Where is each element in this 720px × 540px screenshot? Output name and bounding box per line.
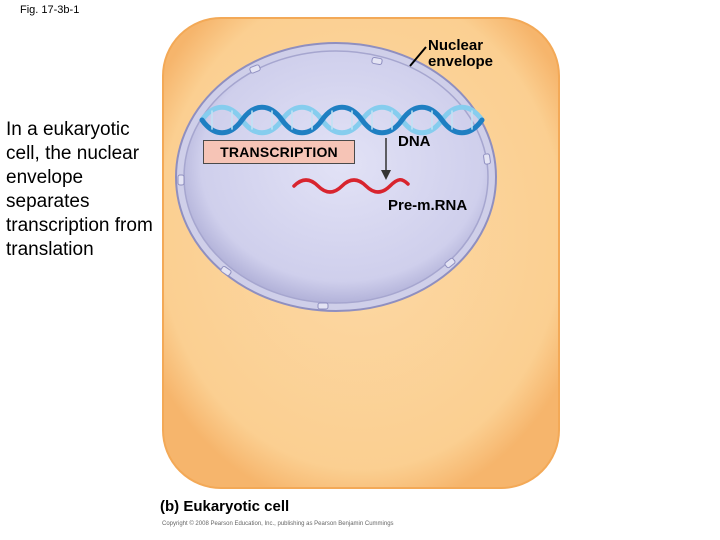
nuclear-envelope-leader: [409, 46, 427, 67]
caption-line: In a eukaryotic: [6, 119, 130, 140]
pre-mrna-strand: [292, 178, 410, 194]
dna-helix: [199, 104, 485, 136]
figure-label: Fig. 17-3b-1: [20, 4, 80, 16]
caption-line: translation: [6, 239, 94, 260]
copyright-notice: Copyright © 2008 Pearson Education, Inc.…: [162, 521, 394, 527]
caption-line: cell, the nuclear: [6, 143, 140, 164]
nuclear-envelope-label: Nuclear envelope: [428, 38, 493, 70]
caption-text: In a eukaryotic cell, the nuclear envelo…: [6, 118, 166, 262]
caption-line: separates: [6, 191, 90, 212]
nuclear-envelope-label-line: envelope: [428, 53, 494, 70]
caption-line: transcription from: [6, 215, 153, 236]
nuclear-envelope-label-line: Nuclear: [428, 37, 484, 54]
dna-label: DNA: [398, 133, 431, 150]
transcription-label: TRANSCRIPTION: [203, 140, 355, 164]
nucleus: [183, 50, 489, 304]
nuclear-pores: [177, 56, 491, 310]
caption-line: envelope: [6, 167, 84, 188]
transcription-arrow: [381, 138, 391, 180]
pre-mrna-label: Pre-m.RNA: [388, 197, 468, 214]
figure-subtitle: (b) Eukaryotic cell: [160, 498, 290, 515]
